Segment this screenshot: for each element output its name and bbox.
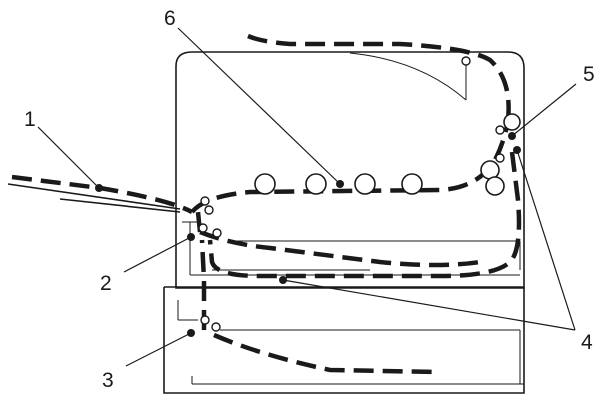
leader-2: [123, 236, 192, 273]
callout-4: 4: [581, 331, 593, 354]
tray2-feed-path: [213, 332, 441, 375]
callout-6: 6: [164, 7, 176, 30]
output-path: [247, 33, 511, 121]
mp-feed-roller-1: [200, 196, 210, 206]
mp-tray-upper-plate: [59, 198, 181, 213]
output-roller: [461, 56, 471, 66]
tray2-roller-1: [200, 315, 210, 325]
leader-6: [177, 27, 341, 185]
main-print-path: [190, 119, 511, 214]
leader-lines: [37, 27, 577, 367]
tray2-up-path: [199, 239, 207, 330]
roller-1: [254, 173, 276, 195]
exit-roller-2: [495, 153, 505, 163]
duplex-path: [207, 151, 522, 279]
tray1-feed-path: [199, 229, 481, 268]
tray1-roller-2: [212, 228, 222, 238]
printer-body: [163, 51, 525, 394]
fuser-roller-lower-2: [485, 176, 505, 196]
tray2-roller-2: [211, 322, 221, 332]
marker-dots: [95, 132, 521, 337]
drum-rollers: [198, 56, 521, 332]
printer-housing-outline: [175, 51, 525, 289]
mp-feed-roller-2: [204, 205, 214, 215]
callout-labels: 1 2 3 4 5 6: [24, 7, 595, 392]
leader-1: [37, 126, 100, 189]
leader-5: [511, 83, 577, 137]
paper-paths: [11, 33, 522, 375]
lower-tray-unit-outline: [163, 287, 525, 394]
callout-3: 3: [102, 369, 114, 392]
fuser-roller-upper: [503, 113, 521, 131]
roller-3: [354, 173, 376, 195]
callout-2: 2: [100, 272, 112, 295]
tray1-roller-1: [198, 223, 208, 233]
leader-4-b: [516, 149, 576, 331]
mp-tray: [7, 183, 181, 213]
roller-4: [401, 173, 423, 195]
output-tray-curve: [349, 52, 467, 101]
callout-1: 1: [24, 108, 36, 131]
leader-3: [125, 332, 192, 367]
callout-5: 5: [583, 63, 595, 86]
exit-roller-1: [495, 125, 505, 135]
leader-4-a: [282, 279, 576, 331]
mp-tray-lower-plate: [7, 183, 181, 210]
roller-2: [305, 173, 327, 195]
